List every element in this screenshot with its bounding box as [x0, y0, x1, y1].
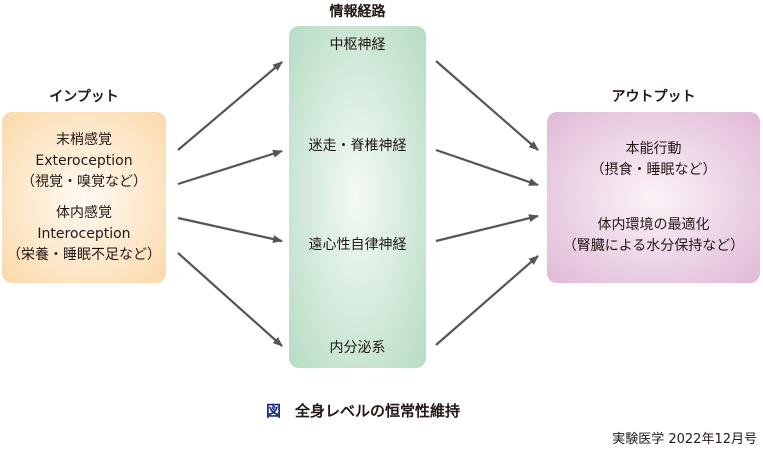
exteroception-english: Exteroception [35, 152, 133, 169]
source-citation: 実験医学 2022年12月号 [612, 432, 757, 447]
exteroception-title: 末梢感覚 [56, 131, 112, 148]
pathway-header: 情報経路 [329, 4, 386, 20]
figure-caption: 図全身レベルの恒常性維持 [266, 400, 460, 421]
exteroception-group: 末梢感覚 Exteroception （視覚・嗅覚など） [21, 130, 147, 193]
pathway-item: 中枢神経 [329, 37, 386, 53]
pathway-item: 内分泌系 [329, 340, 386, 356]
input-header: インプット [49, 89, 119, 105]
arrow [435, 214, 539, 243]
exteroception-examples: （視覚・嗅覚など） [21, 173, 147, 190]
pathway-box: 中枢神経 迷走・脊椎神経 遠心性自律神経 内分泌系 [289, 26, 426, 368]
arrow [435, 148, 539, 187]
figure-label: 図 [266, 402, 282, 420]
interoception-title: 体内感覚 [56, 204, 112, 221]
arrow [177, 216, 283, 243]
figure-title: 全身レベルの恒常性維持 [295, 402, 461, 420]
homeostasis-title: 体内環境の最適化 [597, 216, 710, 233]
pathway-item: 遠心性自律神経 [308, 237, 407, 253]
arrow [435, 255, 539, 346]
arrow [177, 252, 283, 347]
arrow [177, 61, 283, 151]
interoception-examples: （栄養・睡眠不足など） [7, 246, 161, 263]
output-header: アウトプット [611, 89, 696, 105]
arrow [177, 149, 283, 186]
input-box: 末梢感覚 Exteroception （視覚・嗅覚など） 体内感覚 Intero… [2, 112, 166, 283]
interoception-english: Interoception [37, 225, 131, 242]
homeostasis-group: 体内環境の最適化 （腎臓による水分保持など） [563, 215, 745, 257]
instinct-examples: （摂食・睡眠など） [590, 161, 717, 178]
homeostasis-examples: （腎臓による水分保持など） [562, 237, 745, 254]
instinct-title: 本能行動 [625, 140, 682, 157]
output-box: 本能行動 （摂食・睡眠など） 体内環境の最適化 （腎臓による水分保持など） [547, 112, 760, 283]
arrow [435, 60, 539, 151]
interoception-group: 体内感覚 Interoception （栄養・睡眠不足など） [7, 203, 161, 266]
pathway-item: 迷走・脊椎神経 [308, 138, 407, 154]
instinct-group: 本能行動 （摂食・睡眠など） [591, 139, 717, 181]
